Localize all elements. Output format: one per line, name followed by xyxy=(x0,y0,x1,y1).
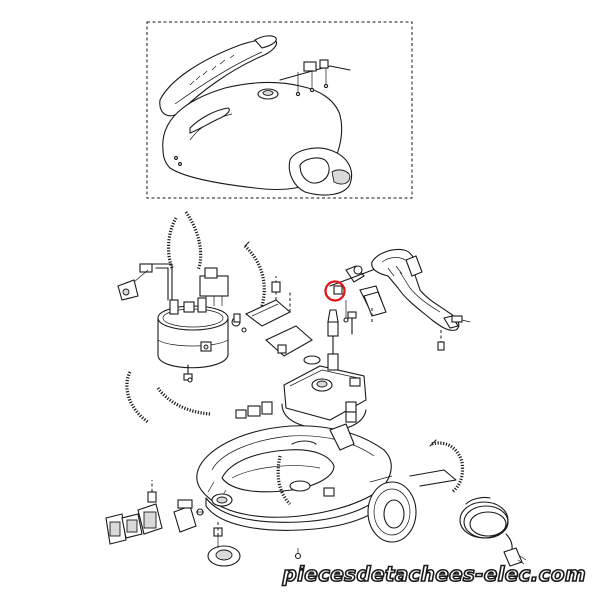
front-caster xyxy=(207,520,241,567)
thermostat-pipe xyxy=(117,263,173,301)
red-circle-highlight xyxy=(324,280,346,302)
cable-reel-cover xyxy=(367,469,457,543)
steam-hose-segments xyxy=(125,211,266,424)
switch-set xyxy=(105,480,204,545)
screws xyxy=(187,327,302,560)
bracket-plate xyxy=(244,276,313,357)
highlighted-valve xyxy=(329,265,387,323)
power-cord-coil xyxy=(459,496,527,567)
base-housing xyxy=(196,423,393,531)
steam-hose-coil xyxy=(429,439,465,494)
handle-lettering xyxy=(189,54,235,86)
handle-inset xyxy=(146,21,413,199)
handle-grip xyxy=(371,248,471,351)
pressure-switch xyxy=(199,267,241,327)
boiler xyxy=(157,297,229,381)
watermark: piecesdetachees-elec.com xyxy=(282,561,587,587)
upper-chassis xyxy=(235,309,367,431)
